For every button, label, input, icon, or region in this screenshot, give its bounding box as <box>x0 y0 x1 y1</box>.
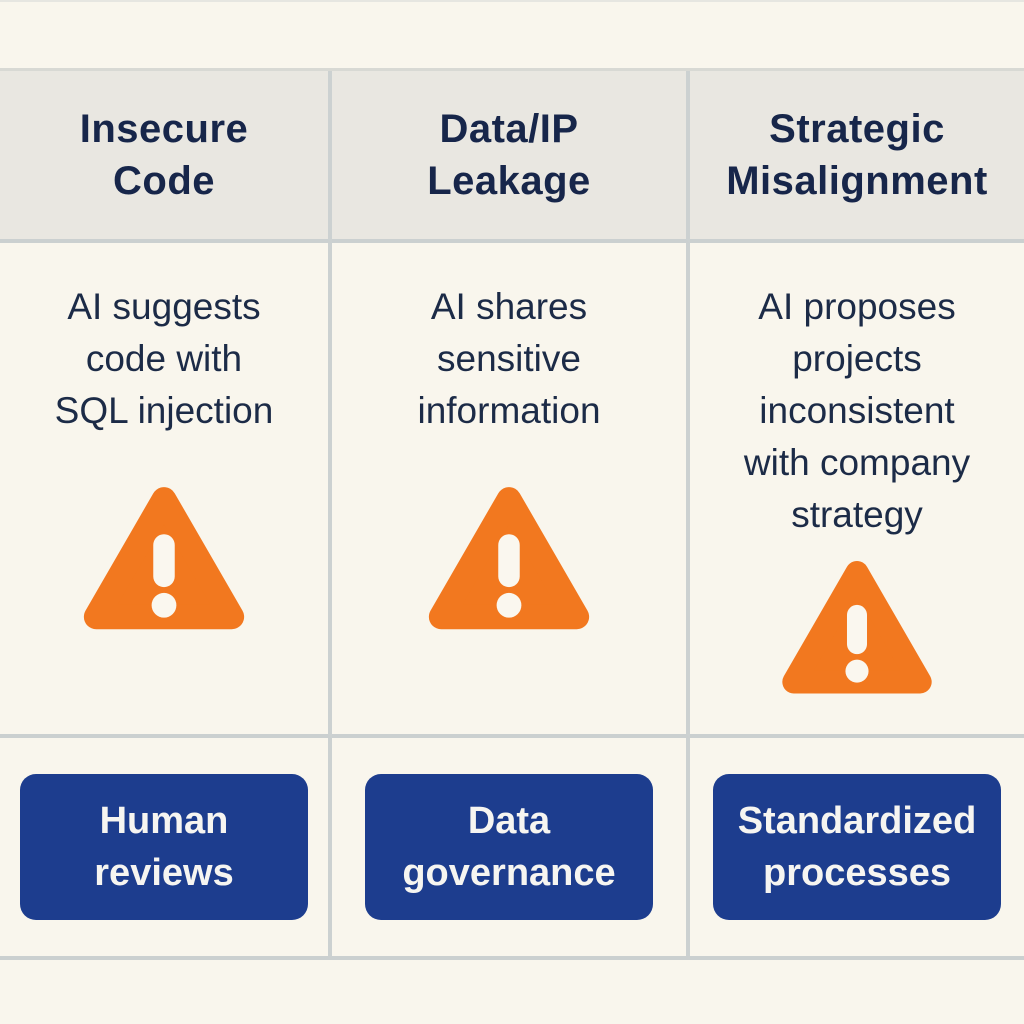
warning-triangle-icon <box>80 483 248 635</box>
risk-description: AI suggests code with SQL injection <box>54 286 274 431</box>
column-header-insecure-code: Insecure Code <box>0 71 332 243</box>
risk-cell-strategic-misalignment: AI proposes projects inconsistent with c… <box>690 243 1024 738</box>
mitigation-button-data-governance[interactable]: Data governance <box>365 774 653 920</box>
risk-description: AI shares sensitive information <box>417 286 601 431</box>
mitigation-button-human-reviews[interactable]: Human reviews <box>20 774 308 920</box>
risk-cell-insecure-code: AI suggests code with SQL injection <box>0 243 332 738</box>
risk-mitigation-table: Insecure Code Data/IP Leakage Strategic … <box>0 68 1024 960</box>
mitigation-cell-insecure-code: Human reviews <box>0 738 332 956</box>
warning-triangle-icon <box>780 557 934 699</box>
column-header-data-ip-leakage: Data/IP Leakage <box>332 71 690 243</box>
risk-description: AI proposes projects inconsistent with c… <box>743 286 971 535</box>
mitigation-cell-data-ip-leakage: Data governance <box>332 738 690 956</box>
mitigation-button-standardized-processes[interactable]: Standardized processes <box>713 774 1001 920</box>
top-edge-line <box>0 0 1024 2</box>
warning-triangle-icon <box>425 483 593 635</box>
column-header-strategic-misalignment: Strategic Misalignment <box>690 71 1024 243</box>
risk-cell-data-ip-leakage: AI shares sensitive information <box>332 243 690 738</box>
mitigation-cell-strategic-misalignment: Standardized processes <box>690 738 1024 956</box>
